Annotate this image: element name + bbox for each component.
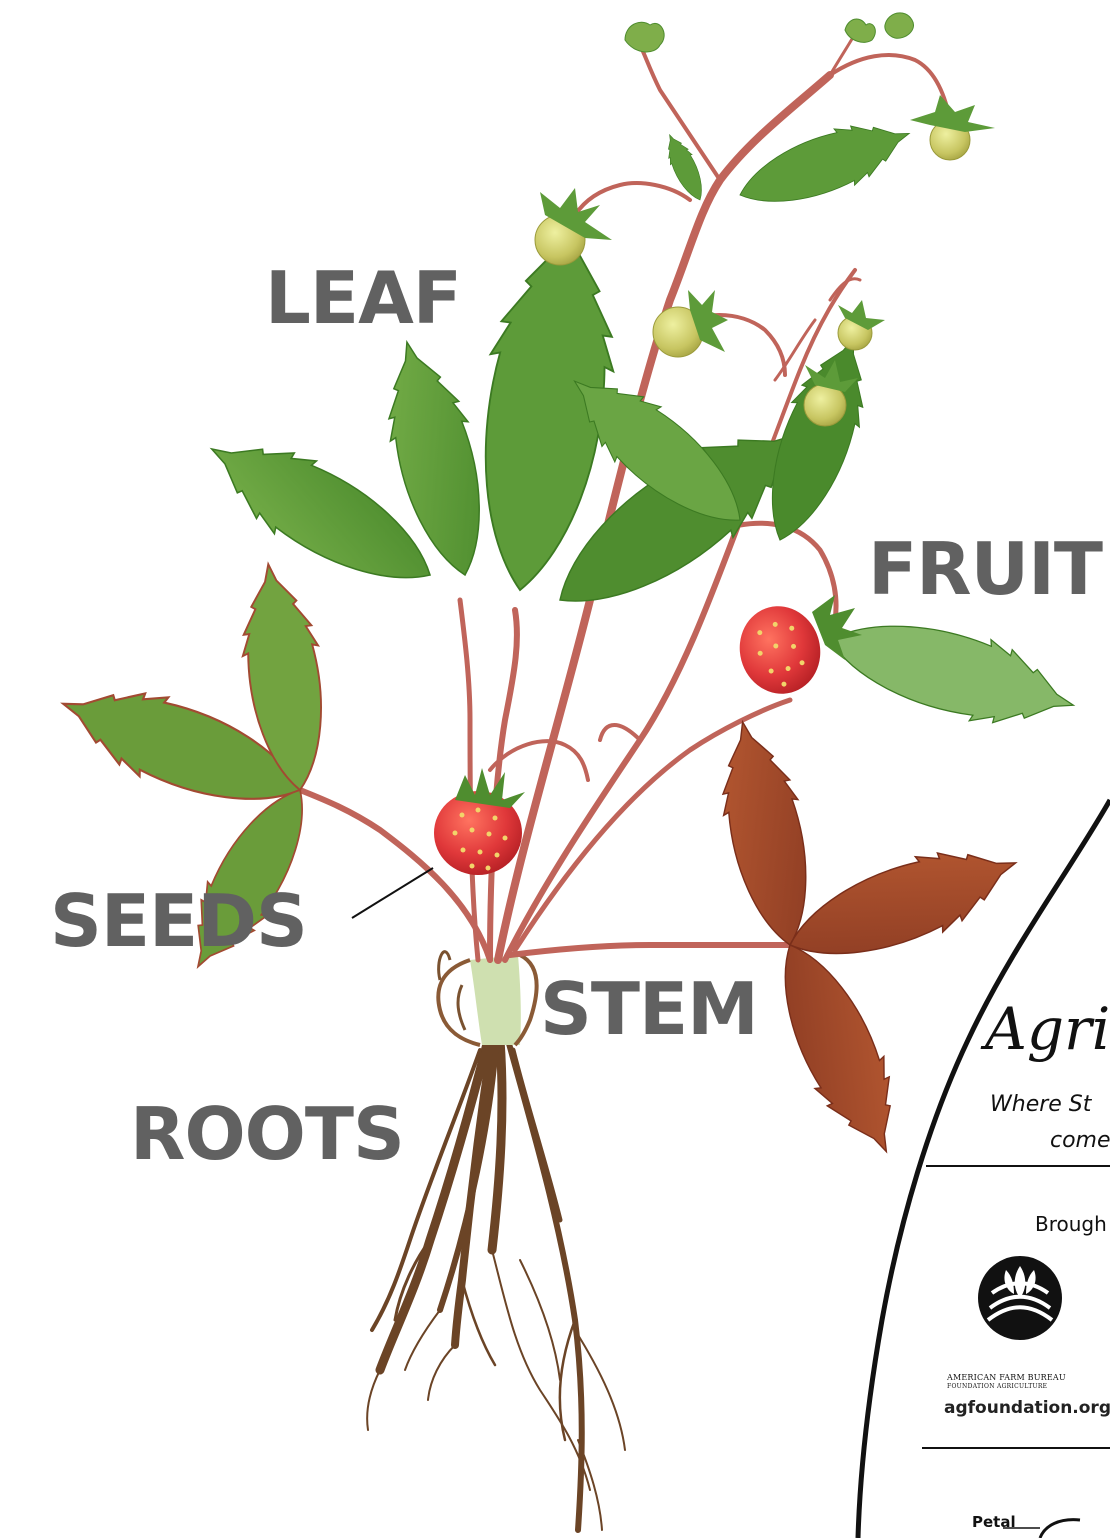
petal-label: Petal <box>972 1513 1016 1531</box>
roots-label: ROOTS <box>130 1098 404 1170</box>
seeds-pointer-line <box>352 868 433 918</box>
foundation-logo <box>978 1256 1062 1340</box>
roots <box>367 1040 625 1530</box>
foundation-url: agfoundation.org <box>944 1398 1110 1418</box>
cover-brought-by: Brough <box>1035 1212 1107 1236</box>
crown <box>438 952 536 1045</box>
foundation-name-line-2: FOUNDATION AGRICULTURE <box>947 1383 1047 1390</box>
ripe-berry-center <box>434 768 525 875</box>
seeds-label: SEEDS <box>50 885 307 957</box>
foundation-name-line-1: AMERICAN FARM BUREAU <box>947 1373 1066 1382</box>
stem-label: STEM <box>540 973 758 1045</box>
cover-tagline-2: come <box>1050 1128 1110 1153</box>
leaf-label: LEAF <box>265 262 461 334</box>
fruit-label: FRUIT <box>868 533 1102 605</box>
cover-title: Agri <box>985 995 1110 1063</box>
cover-tagline-1: Where St <box>990 1092 1091 1117</box>
